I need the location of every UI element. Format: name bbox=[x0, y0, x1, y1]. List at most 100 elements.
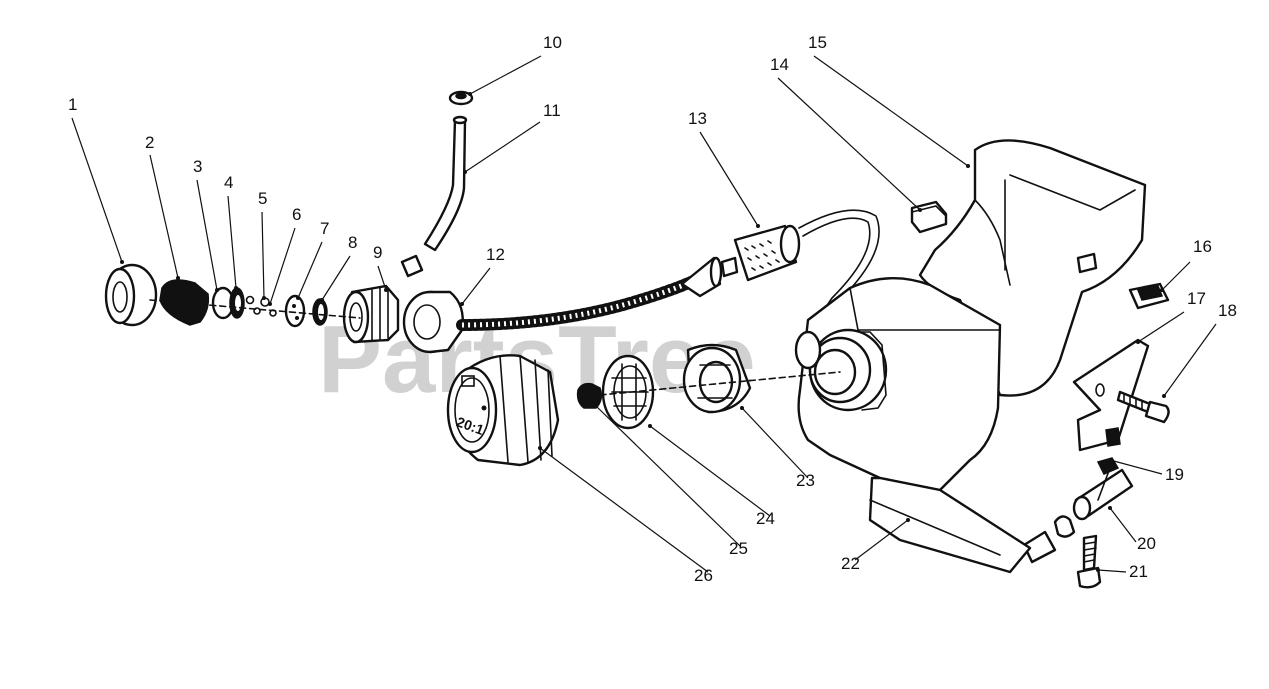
callout-13: 13 bbox=[688, 109, 707, 128]
callout-16: 16 bbox=[1193, 237, 1212, 256]
leader-line-23 bbox=[741, 407, 809, 479]
leader-dot-20 bbox=[1108, 506, 1112, 510]
callout-9: 9 bbox=[373, 243, 382, 262]
part-1-grommet bbox=[104, 263, 158, 327]
leader-dot-6 bbox=[268, 302, 272, 306]
callout-1: 1 bbox=[68, 95, 77, 114]
callout-22: 22 bbox=[841, 554, 860, 573]
callout-12: 12 bbox=[486, 245, 505, 264]
callout-23: 23 bbox=[796, 471, 815, 490]
callout-7: 7 bbox=[320, 219, 329, 238]
callout-5: 5 bbox=[258, 189, 267, 208]
leader-line-4 bbox=[227, 195, 237, 289]
callout-6: 6 bbox=[292, 205, 301, 224]
part-24-screen bbox=[601, 354, 655, 430]
part-18-bolt bbox=[1116, 390, 1170, 424]
leader-line-11 bbox=[464, 121, 541, 173]
callout-19: 19 bbox=[1165, 465, 1184, 484]
leader-dot-18 bbox=[1162, 394, 1166, 398]
assembly-axis-lines bbox=[149, 299, 1111, 501]
leader-line-18 bbox=[1163, 323, 1217, 397]
leader-dot-22 bbox=[906, 518, 910, 522]
leader-dot-25 bbox=[594, 404, 598, 408]
callout-24: 24 bbox=[756, 509, 775, 528]
leader-dot-1 bbox=[120, 260, 124, 264]
leader-line-14 bbox=[777, 77, 921, 211]
part-6-spring bbox=[260, 297, 277, 317]
leader-dot-24 bbox=[648, 424, 652, 428]
leader-dot-13 bbox=[756, 224, 760, 228]
callout-15: 15 bbox=[808, 33, 827, 52]
leader-line-8 bbox=[321, 255, 351, 301]
leader-line-9 bbox=[377, 265, 387, 291]
leader-dot-15 bbox=[966, 164, 970, 168]
leader-line-22 bbox=[854, 519, 909, 561]
tube-fitting bbox=[400, 254, 424, 278]
part-22-tank bbox=[794, 277, 1032, 574]
part-25-spring bbox=[576, 382, 603, 409]
leader-line-13 bbox=[699, 131, 759, 227]
leader-dot-17 bbox=[1136, 340, 1140, 344]
callout-21: 21 bbox=[1129, 562, 1148, 581]
leader-line-5 bbox=[261, 211, 265, 299]
callout-11: 11 bbox=[543, 101, 561, 120]
leader-dot-4 bbox=[234, 286, 238, 290]
leader-line-6 bbox=[269, 227, 296, 305]
callout-17: 17 bbox=[1187, 289, 1206, 308]
leader-dot-3 bbox=[215, 288, 219, 292]
leader-dot-21 bbox=[1096, 568, 1100, 572]
leader-dot-14 bbox=[918, 208, 922, 212]
leader-line-24 bbox=[649, 425, 771, 517]
leader-line-15 bbox=[813, 55, 969, 167]
leader-dot-19 bbox=[1108, 458, 1112, 462]
part-12-grommet bbox=[402, 290, 464, 354]
leader-line-17 bbox=[1137, 311, 1185, 343]
leader-line-21 bbox=[1097, 569, 1127, 573]
leader-line-2 bbox=[149, 154, 179, 279]
leader-dot-12 bbox=[460, 302, 464, 306]
leader-dot-16 bbox=[1160, 288, 1164, 292]
callout-25: 25 bbox=[729, 539, 748, 558]
leader-line-20 bbox=[1109, 507, 1137, 543]
leader-line-12 bbox=[461, 267, 491, 305]
part-20-sleeve bbox=[1022, 468, 1134, 564]
funnel-connector bbox=[680, 256, 723, 298]
leader-line-19 bbox=[1109, 459, 1163, 475]
part-11-tube bbox=[423, 115, 468, 252]
callout-2: 2 bbox=[145, 133, 154, 152]
callout-3: 3 bbox=[193, 157, 202, 176]
callout-8: 8 bbox=[348, 233, 357, 252]
leader-line-25 bbox=[595, 405, 741, 547]
callout-20: 20 bbox=[1137, 534, 1156, 553]
callout-4: 4 bbox=[224, 173, 233, 192]
leader-dot-23 bbox=[740, 406, 744, 410]
leader-dot-8 bbox=[320, 298, 324, 302]
callout-10: 10 bbox=[543, 33, 562, 52]
part-7-valve bbox=[284, 294, 306, 328]
leader-dot-26 bbox=[538, 446, 542, 450]
leader-dot-7 bbox=[296, 296, 300, 300]
part-21-screw bbox=[1076, 534, 1102, 589]
part-4-ring bbox=[229, 287, 245, 319]
leader-dot-9 bbox=[384, 288, 388, 292]
part-10-cap bbox=[448, 90, 474, 106]
callout-layer: 1234567891011121314151617181920212223242… bbox=[68, 33, 1237, 585]
part-8-oring bbox=[312, 298, 328, 326]
part-16-block bbox=[1128, 282, 1170, 310]
leader-dot-10 bbox=[468, 92, 472, 96]
leader-line-3 bbox=[196, 179, 218, 291]
callout-26: 26 bbox=[694, 566, 713, 585]
part-5-washer bbox=[245, 295, 261, 315]
callout-18: 18 bbox=[1218, 301, 1237, 320]
leader-dot-2 bbox=[176, 276, 180, 280]
part-23-basket bbox=[682, 343, 752, 414]
leader-line-26 bbox=[539, 447, 709, 573]
part-9-fitting bbox=[342, 284, 400, 344]
part-26-fuel-cap: 20:1 bbox=[446, 354, 560, 467]
leader-line-10 bbox=[469, 55, 542, 95]
leader-dot-5 bbox=[262, 296, 266, 300]
leader-line-7 bbox=[297, 241, 323, 299]
part-19-nut bbox=[1096, 427, 1121, 475]
leader-line-16 bbox=[1161, 261, 1191, 291]
